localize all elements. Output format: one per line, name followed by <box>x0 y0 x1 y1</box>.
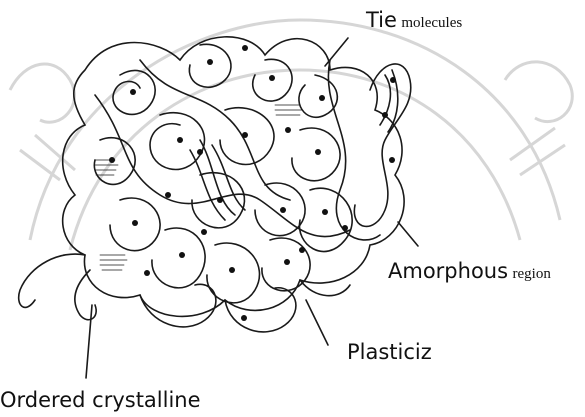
amorphous-sub-text: region <box>513 266 551 282</box>
tie-leader <box>325 38 348 66</box>
plasticizer-leader <box>306 300 328 345</box>
polymer-chain-tangle <box>19 37 411 332</box>
tie-sub-text: molecules <box>401 15 462 31</box>
amorphous-leader <box>398 222 418 246</box>
plasticizer-text: Plasticiz <box>347 340 432 364</box>
tie-main-text: Tie <box>366 8 397 32</box>
ordered-leader <box>86 305 92 378</box>
leader-lines <box>86 38 418 378</box>
label-plasticizer: Plasticiz <box>347 342 432 363</box>
amorphous-main-text: Amorphous <box>388 259 508 283</box>
watermark-seal <box>10 20 572 250</box>
label-ordered-crystalline: Ordered crystalline <box>0 390 201 411</box>
label-amorphous-region: Amorphous region <box>388 261 551 282</box>
ordered-text: Ordered crystalline <box>0 388 201 412</box>
label-tie-molecules: Tie molecules <box>366 10 462 31</box>
